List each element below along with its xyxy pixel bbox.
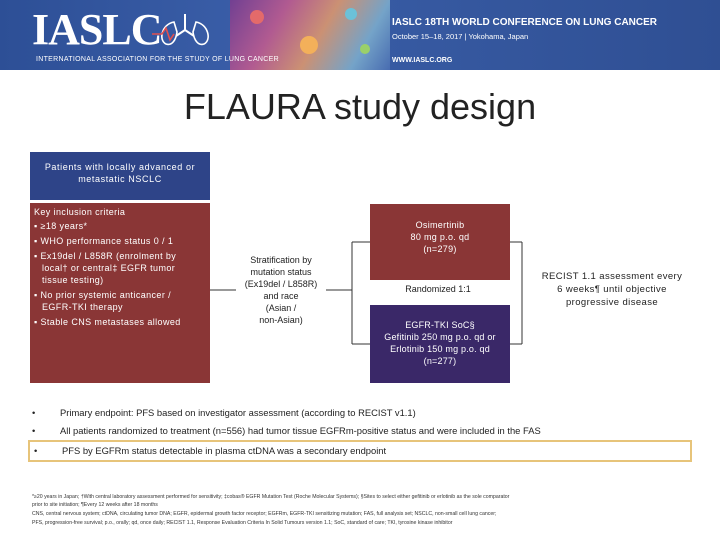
decor-dot (345, 8, 357, 20)
footnote-line: PFS, progression-free survival; p.o., or… (32, 520, 453, 526)
patients-box: Patients with locally advanced or metast… (30, 152, 210, 200)
iaslc-logo: IASLC (32, 5, 162, 54)
osimertinib-arm-box: Osimertinib 80 mg p.o. qd (n=279) (370, 204, 510, 280)
criteria-item: ▪ Ex19del / L858R (enrolment by local† o… (34, 251, 177, 285)
endpoints-list: • Primary endpoint: PFS based on investi… (28, 404, 692, 462)
stratification-text: Stratification by mutation status (Ex19d… (244, 255, 318, 325)
conference-banner: IASLC INTERNATIONAL ASSOCIATION FOR THE … (0, 0, 720, 70)
endpoint-item: • Primary endpoint: PFS based on investi… (32, 407, 416, 418)
criteria-list: ▪ ≥18 years* ▪ WHO performance status 0 … (34, 220, 206, 328)
endpoint-item: • All patients randomized to treatment (… (32, 425, 541, 436)
criteria-item: ▪ No prior systemic anticancer / EGFR-TK… (34, 290, 172, 312)
flow-connectors (210, 241, 523, 345)
conference-url[interactable]: WWW.IASLC.ORG (392, 57, 453, 64)
criteria-item: ▪ Stable CNS metastases allowed (34, 317, 181, 327)
criteria-heading: Key inclusion criteria (34, 207, 126, 217)
egfr-tki-arm-box: EGFR-TKI SoC§ Gefitinib 250 mg p.o. qd o… (370, 305, 510, 383)
endpoint-item-highlighted: • PFS by EGFRm status detectable in plas… (28, 440, 692, 462)
conference-name: IASLC 18TH WORLD CONFERENCE ON LUNG CANC… (392, 17, 658, 28)
association-name: INTERNATIONAL ASSOCIATION FOR THE STUDY … (36, 56, 279, 63)
decor-dot (300, 36, 318, 54)
inclusion-criteria-box: Key inclusion criteria ▪ ≥18 years* ▪ WH… (30, 203, 210, 383)
randomization-label: Randomized 1:1 (405, 284, 471, 294)
criteria-item: ▪ WHO performance status 0 / 1 (34, 236, 174, 246)
footnote-line: *≥20 years in Japan; †With central labor… (32, 494, 510, 500)
footnote-line: prior to site initiation; ¶Every 12 week… (32, 502, 158, 508)
recist-assessment-text: RECIST 1.1 assessment every 6 weeks¶ unt… (541, 271, 683, 308)
criteria-item: ▪ ≥18 years* (34, 221, 88, 231)
footnote-line: CNS, central nervous system; ctDNA, circ… (32, 511, 497, 517)
lungs-icon (152, 14, 209, 46)
decor-dot (250, 10, 264, 24)
decor-dot (360, 44, 370, 54)
conference-dates: October 15–18, 2017 | Yokohama, Japan (392, 32, 529, 41)
slide-title: FLAURA study design (183, 86, 537, 127)
